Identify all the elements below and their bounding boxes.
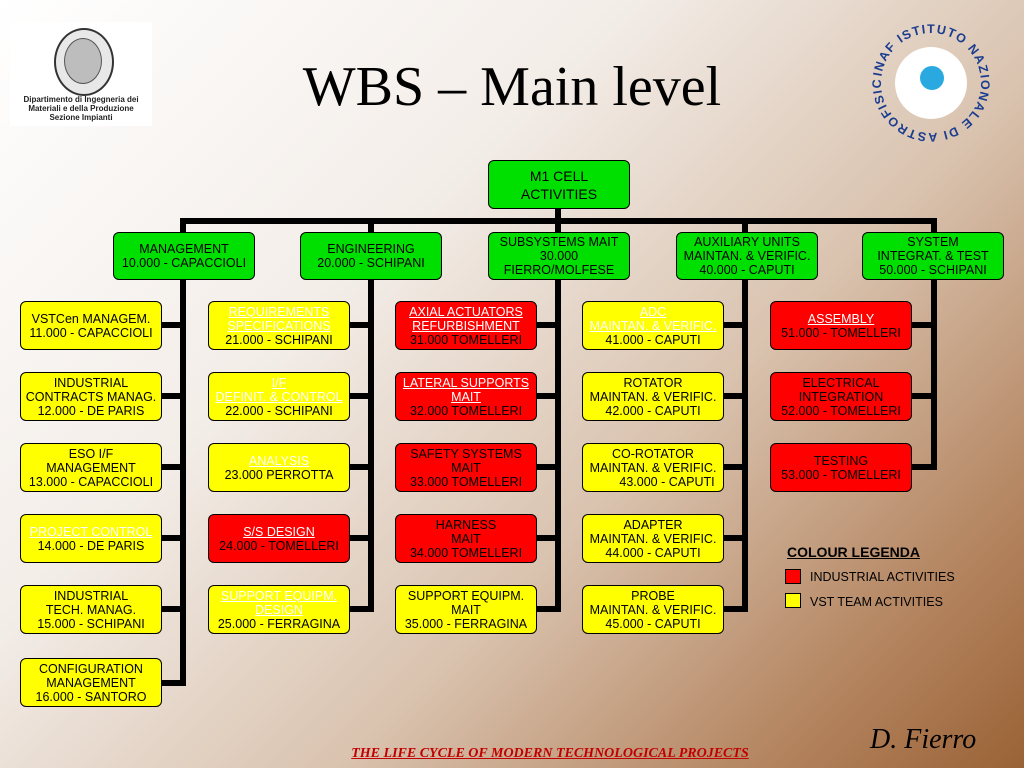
wbs-item-11000: VSTCen MANAGEM. 11.000 - CAPACCIOLI: [20, 301, 162, 350]
wbs-item-22000: I/F DEFINIT. & CONTROL 22.000 - SCHIPANI: [208, 372, 350, 421]
wbs-item-42000: ROTATOR MAINTAN. & VERIFIC. 42.000 - CAP…: [582, 372, 724, 421]
author-name: D. Fierro: [870, 724, 977, 755]
wbs-item-25000: SUPPORT EQUIPM. DESIGN 25.000 - FERRAGIN…: [208, 585, 350, 634]
wbs-link-adc[interactable]: ADC: [639, 304, 667, 319]
wbs-item-32000: LATERAL SUPPORTS MAIT 32.000 TOMELLERI: [395, 372, 537, 421]
wbs-item-52000: ELECTRICAL INTEGRATION 52.000 - TOMELLER…: [770, 372, 912, 421]
wbs-link-mait[interactable]: MAIT: [451, 389, 481, 404]
wbs-link-design[interactable]: DESIGN: [255, 602, 303, 617]
wbs-link-specifications[interactable]: SPECIFICATIONS: [227, 318, 331, 333]
page-title: WBS – Main level: [302, 56, 722, 118]
wbs-link-definit-control[interactable]: DEFINIT. & CONTROL: [215, 389, 343, 404]
wbs-item-12000: INDUSTRIAL CONTRACTS MANAG. 12.000 - DE …: [20, 372, 162, 421]
wbs-level1-system-integration-test: SYSTEM INTEGRAT. & TEST 50.000 - SCHIPAN…: [862, 232, 1004, 280]
wbs-link-requirements[interactable]: REQUIREMENTS: [228, 304, 330, 319]
wbs-level1-auxiliary-units: AUXILIARY UNITS MAINTAN. & VERIFIC. 40.0…: [676, 232, 818, 280]
wbs-item-21000: REQUIREMENTS SPECIFICATIONS 21.000 - SCH…: [208, 301, 350, 350]
wbs-item-16000: CONFIGURATION MANAGEMENT 16.000 - SANTOR…: [20, 658, 162, 707]
wbs-item-14000: PROJECT CONTROL 14.000 - DE PARIS: [20, 514, 162, 563]
wbs-item-53000: TESTING 53.000 - TOMELLERI: [770, 443, 912, 492]
legend-label-industrial: INDUSTRIAL ACTIVITIES: [810, 570, 955, 584]
wbs-item-13000: ESO I/F MANAGEMENT 13.000 - CAPACCIOLI: [20, 443, 162, 492]
wbs-link-support-equipm[interactable]: SUPPORT EQUIPM.: [220, 588, 338, 603]
legend-label-vst-team: VST TEAM ACTIVITIES: [810, 595, 943, 609]
wbs-link-ss-design[interactable]: S/S DESIGN: [243, 524, 315, 539]
wbs-link-analysis[interactable]: ANALYSIS: [248, 453, 310, 468]
department-logo: Dipartimento di Ingegneria dei Materiali…: [10, 22, 152, 126]
footer-title: THE LIFE CYCLE OF MODERN TECHNOLOGICAL P…: [351, 746, 749, 761]
department-logo-text: Dipartimento di Ingegneria dei Materiali…: [23, 95, 139, 122]
legend-swatch-vst-team: [785, 593, 801, 608]
wbs-level1-subsystems-mait: SUBSYSTEMS MAIT 30.000 FIERRO/MOLFESE: [488, 232, 630, 280]
inaf-logo: INAF ISTITUTO NAZIONALE DI ASTROFISICA I…: [861, 7, 996, 148]
university-seal-icon: [54, 28, 114, 96]
wbs-item-34000: HARNESS MAIT 34.000 TOMELLERI: [395, 514, 537, 563]
legend-swatch-industrial: [785, 569, 801, 584]
wbs-item-45000: PROBE MAINTAN. & VERIFIC. 45.000 - CAPUT…: [582, 585, 724, 634]
wbs-link-assembly[interactable]: ASSEMBLY: [807, 311, 875, 326]
wbs-item-23000: ANALYSIS 23.000 PERROTTA: [208, 443, 350, 492]
wbs-link-maintan-verific[interactable]: MAINTAN. & VERIFIC.: [589, 318, 717, 333]
wbs-item-35000: SUPPORT EQUIPM. MAIT 35.000 - FERRAGINA: [395, 585, 537, 634]
wbs-item-24000: S/S DESIGN 24.000 - TOMELLERI: [208, 514, 350, 563]
wbs-level1-management: MANAGEMENT 10.000 - CAPACCIOLI: [113, 232, 255, 280]
wbs-link-lateral-supports[interactable]: LATERAL SUPPORTS: [402, 375, 530, 390]
wbs-link-refurbishment[interactable]: REFURBISHMENT: [412, 318, 520, 333]
inaf-logo-text: INAF ISTITUTO NAZIONALE DI ASTROFISICA: [866, 18, 867, 19]
wbs-link-if[interactable]: I/F: [271, 375, 287, 390]
wbs-item-41000: ADC MAINTAN. & VERIFIC. 41.000 - CAPUTI: [582, 301, 724, 350]
wbs-item-51000: ASSEMBLY 51.000 - TOMELLERI: [770, 301, 912, 350]
wbs-item-31000: AXIAL ACTUATORS REFURBISHMENT 31.000 TOM…: [395, 301, 537, 350]
inaf-logo-icon: INAF ISTITUTO NAZIONALE DI ASTROFISICA: [861, 7, 991, 144]
legend-title: COLOUR LEGENDA: [787, 544, 920, 560]
wbs-root-m1-cell-activities: M1 CELL ACTIVITIES: [488, 160, 630, 209]
wbs-link-axial-actuators[interactable]: AXIAL ACTUATORS: [409, 304, 523, 319]
wbs-item-44000: ADAPTER MAINTAN. & VERIFIC. 44.000 - CAP…: [582, 514, 724, 563]
wbs-item-15000: INDUSTRIAL TECH. MANAG. 15.000 - SCHIPAN…: [20, 585, 162, 634]
wbs-link-project-control[interactable]: PROJECT CONTROL: [29, 524, 153, 539]
wbs-item-33000: SAFETY SYSTEMS MAIT 33.000 TOMELLERI: [395, 443, 537, 492]
wbs-level1-engineering: ENGINEERING 20.000 - SCHIPANI: [300, 232, 442, 280]
wbs-item-43000: CO-ROTATOR MAINTAN. & VERIFIC. 43.000 - …: [582, 443, 724, 492]
